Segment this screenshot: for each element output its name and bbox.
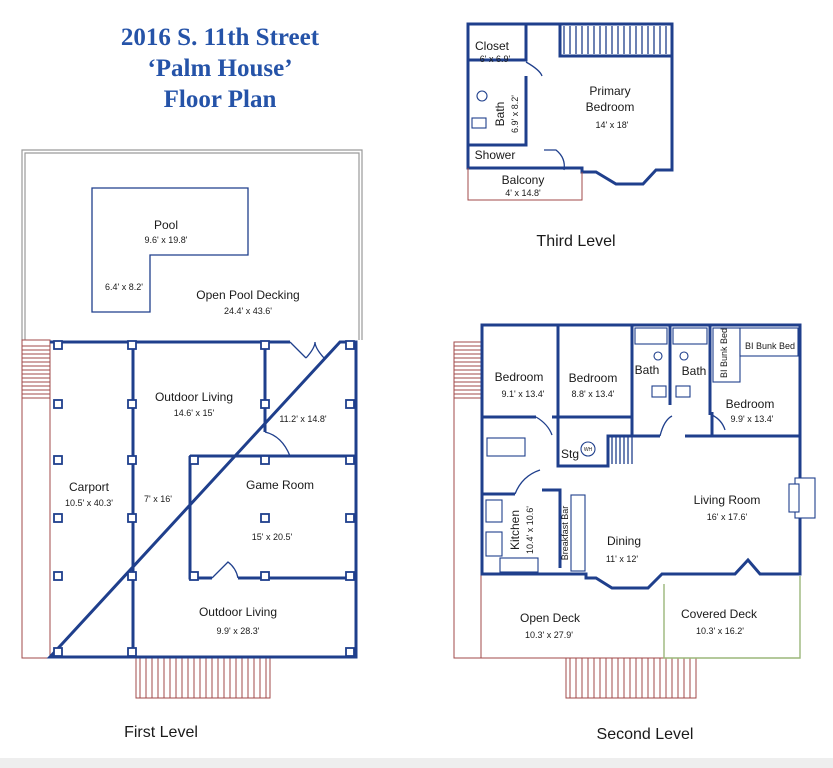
support-post (260, 340, 270, 350)
game-room-dimensions: 15' x 20.5' (252, 532, 293, 542)
outdoor-living-bottom-label: Outdoor Living (199, 605, 277, 619)
support-post (53, 571, 63, 581)
title-address: 2016 S. 11th Street (120, 24, 320, 51)
kitchen-dimensions: 10.4' x 10.6' (525, 506, 535, 554)
second-level-left-stairs (453, 341, 482, 659)
open-deck-label: Open Deck (520, 611, 581, 625)
support-post (189, 455, 199, 465)
open-deck-dimensions: 10.3' x 27.9' (525, 630, 573, 640)
closet-dimensions: 6' x 6.9' (480, 54, 511, 64)
first-level-bottom-stairs (135, 657, 271, 699)
bedroom3-label: Bedroom (726, 397, 775, 411)
covered-deck-outline (663, 576, 801, 659)
first-level-left-stairs (21, 339, 51, 659)
balcony-label: Balcony (502, 173, 545, 187)
support-post (260, 571, 270, 581)
support-post (127, 513, 137, 523)
support-post (345, 571, 355, 581)
support-post (53, 399, 63, 409)
support-post (345, 647, 355, 657)
floor-plan-title: 2016 S. 11th Street ‘Palm House’ Floor P… (40, 22, 400, 115)
third-bath-label: Bath (493, 102, 507, 127)
support-post (260, 455, 270, 465)
support-post (260, 513, 270, 523)
game-room-label: Game Room (246, 478, 314, 492)
support-post (127, 455, 137, 465)
support-post (127, 399, 137, 409)
outdoor-living-top-dimensions: 14.6' x 15' (174, 408, 215, 418)
third-level-plan (466, 22, 674, 201)
support-post (127, 571, 137, 581)
breakfast-bar-label: Breakfast Bar (560, 506, 570, 561)
second-level-label: Second Level (597, 726, 694, 743)
bath2-label: Bath (682, 364, 707, 378)
dining-label: Dining (607, 534, 641, 548)
second-level-plan (453, 323, 816, 699)
closet-label: Closet (475, 39, 510, 53)
storage-label: Stg (561, 447, 579, 461)
first-level-label: First Level (124, 724, 198, 741)
third-bath-dimensions: 6.9' x 8.2' (510, 95, 520, 133)
support-post (345, 455, 355, 465)
primary-bedroom-label-line2: Bedroom (586, 100, 635, 114)
title-house-name: ‘Palm House’ (147, 55, 293, 82)
covered-deck-dimensions: 10.3' x 16.2' (696, 626, 744, 636)
support-post (127, 647, 137, 657)
outdoor-living-bottom-dimensions: 9.9' x 28.3' (217, 626, 260, 636)
support-post (127, 340, 137, 350)
pool-decking-dimensions: 24.4' x 43.6' (224, 306, 272, 316)
bunk-bed2-label: BI Bunk Bed (745, 341, 795, 351)
primary-bedroom-label-line1: Primary (589, 84, 630, 98)
support-post (345, 513, 355, 523)
primary-bedroom-dimensions: 14' x 18' (596, 120, 629, 130)
bath1-label: Bath (635, 363, 660, 377)
support-post (260, 399, 270, 409)
pool-outline (91, 187, 249, 313)
support-post (345, 399, 355, 409)
carport-label: Carport (69, 480, 110, 494)
second-level-bottom-stairs (565, 657, 697, 699)
bedroom2-dimensions: 8.8' x 13.4' (572, 389, 615, 399)
third-level-label: Third Level (536, 233, 615, 250)
pool-label: Pool (154, 218, 178, 232)
pool-dimensions: 9.6' x 19.8' (145, 235, 188, 245)
bottom-edge-bar (0, 758, 833, 768)
living-room-dimensions: 16' x 17.6' (707, 512, 748, 522)
bedroom3-dimensions: 9.9' x 13.4' (731, 414, 774, 424)
bedroom1-label: Bedroom (495, 370, 544, 384)
side-room-dimensions: 11.2' x 14.8' (279, 414, 327, 424)
title-floor-plan: Floor Plan (163, 86, 277, 113)
support-post (53, 340, 63, 350)
support-post (53, 513, 63, 523)
shower-label: Shower (475, 148, 516, 162)
first-level-plan (21, 149, 363, 699)
bedroom1-dimensions: 9.1' x 13.4' (502, 389, 545, 399)
pool-step-dimensions: 6.4' x 8.2' (105, 282, 143, 292)
support-post (189, 571, 199, 581)
pool-decking-label: Open Pool Decking (196, 288, 299, 302)
bedroom2-label: Bedroom (569, 371, 618, 385)
living-room-label: Living Room (694, 493, 761, 507)
dining-dimensions: 11' x 12' (606, 554, 639, 564)
kitchen-label: Kitchen (508, 510, 522, 550)
support-post (53, 455, 63, 465)
outdoor-living-top-label: Outdoor Living (155, 390, 233, 404)
covered-deck-label: Covered Deck (681, 607, 758, 621)
support-post (345, 340, 355, 350)
bunk-bed1-label: BI Bunk Bed (719, 328, 729, 378)
support-post (53, 647, 63, 657)
balcony-dimensions: 4' x 14.8' (505, 188, 541, 198)
carport-dimensions: 10.5' x 40.3' (65, 498, 113, 508)
water-heater-label: WH (584, 447, 593, 453)
corridor-dimensions: 7' x 16' (144, 494, 172, 504)
